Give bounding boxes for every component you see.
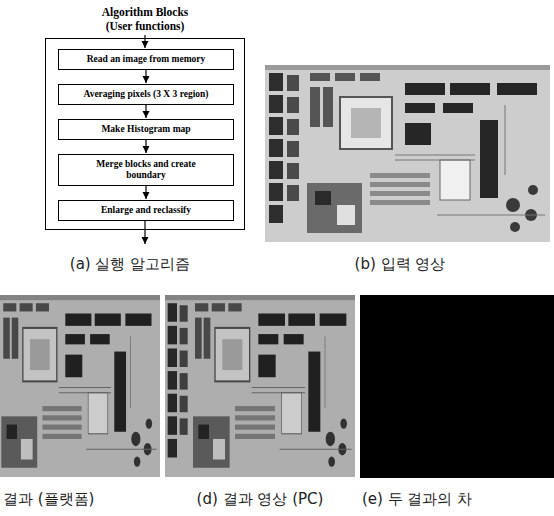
board-image	[265, 65, 550, 242]
difference-image	[360, 295, 554, 478]
process-box: Read an image from memory	[58, 49, 234, 70]
figure-caption: (e) 두 결과의 차	[362, 490, 552, 508]
board-image	[165, 295, 355, 477]
process-box: Enlarge and reclassify	[58, 200, 234, 221]
result-photo-pc	[165, 295, 355, 477]
shade	[0, 295, 160, 477]
exit-arrow	[144, 221, 145, 244]
process-label: Read an image from memory	[63, 54, 229, 65]
process-box: Merge blocks and create boundary	[58, 154, 234, 186]
figure-caption: 결과 (플랫폼)	[3, 490, 161, 508]
process-label: Enlarge and reclassify	[63, 205, 229, 216]
result-photo-platform	[0, 295, 160, 477]
process-box: Averaging pixels (3 X 3 region)	[58, 84, 234, 105]
algorithm-frame: Algorithm Blocks (User functions)Read an…	[45, 38, 245, 230]
figure-caption: (d) 결과 영상 (PC)	[165, 490, 355, 508]
board-image	[0, 295, 160, 477]
figure-caption: (a) 실행 알고리즘	[20, 255, 240, 273]
entry-arrow	[144, 35, 145, 48]
process-label: Make Histogram map	[63, 124, 229, 135]
process-label: Merge blocks and create boundary	[86, 159, 206, 181]
input-photo	[265, 65, 550, 242]
flow-arrow	[145, 140, 146, 153]
flow-arrow	[145, 186, 146, 199]
process-box: Make Histogram map	[58, 119, 234, 140]
flow-arrow	[145, 105, 146, 118]
shade	[165, 295, 355, 477]
figure-caption: (b) 입력 영상	[285, 255, 515, 273]
block-heading: Algorithm Blocks (User functions)	[89, 5, 201, 33]
process-label: Averaging pixels (3 X 3 region)	[63, 89, 229, 100]
flow-arrow	[145, 70, 146, 83]
